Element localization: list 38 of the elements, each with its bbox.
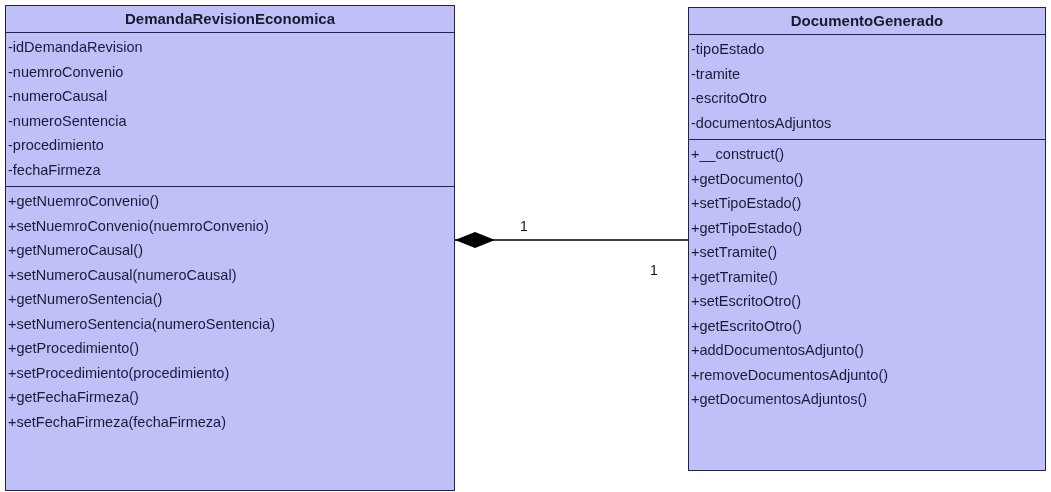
- method-text: +setNumeroSentencia(numeroSentencia): [8, 314, 276, 334]
- method-text: +getDocumentosAdjuntos(): [691, 390, 868, 409]
- method-text: +getEscritoOtro(): [691, 316, 802, 336]
- method-text: +getDocumento(): [691, 169, 804, 189]
- method-text: +getTipoEstado(): [691, 218, 803, 238]
- attribute-text: -nuemroConvenio: [8, 62, 124, 82]
- method-text: +setTipoEstado(): [691, 194, 802, 213]
- method-text: +getFechaFirmeza(): [8, 388, 139, 407]
- class-name: DocumentoGenerado: [789, 11, 945, 31]
- attribute-text: -numeroCausal: [8, 87, 108, 106]
- method-text: +getTramite(): [691, 267, 778, 287]
- method-text: +addDocumentosAdjunto(): [691, 341, 864, 360]
- method-text: +setEscritoOtro(): [691, 292, 801, 311]
- class-box: [5, 5, 455, 491]
- method-text: +getNumeroCausal(): [8, 241, 143, 260]
- attribute-text: -fechaFirmeza: [8, 160, 101, 180]
- attribute-text: -tipoEstado: [691, 40, 765, 59]
- method-text: +getNuemroConvenio(): [8, 192, 160, 211]
- method-text: +setNumeroCausal(numeroCausal): [8, 265, 237, 285]
- method-text: +setTramite(): [691, 243, 778, 262]
- method-text: +getNumeroSentencia(): [8, 290, 163, 309]
- method-text: +removeDocumentosAdjunto(): [691, 365, 889, 385]
- method-text: +getProcedimiento(): [8, 339, 139, 358]
- class-box: [688, 7, 1046, 471]
- composition-line: [454, 232, 689, 248]
- attribute-text: -tramite: [691, 64, 741, 84]
- method-text: +setProcedimiento(procedimiento): [8, 363, 230, 383]
- attribute-text: -numeroSentencia: [8, 111, 127, 131]
- method-text: +setFechaFirmeza(fechaFirmeza): [8, 412, 226, 432]
- attribute-text: -procedimiento: [8, 136, 104, 155]
- multiplicity-label: 1: [520, 218, 528, 234]
- multiplicity-label: 1: [650, 262, 658, 278]
- attribute-text: -documentosAdjuntos: [691, 113, 832, 133]
- method-text: +setNuemroConvenio(nuemroConvenio): [8, 216, 269, 236]
- attribute-text: -idDemandaRevision: [8, 38, 143, 57]
- class-name: DemandaRevisionEconomica: [123, 9, 337, 29]
- method-text: +__construct(): [691, 145, 785, 164]
- attribute-text: -escritoOtro: [691, 89, 767, 108]
